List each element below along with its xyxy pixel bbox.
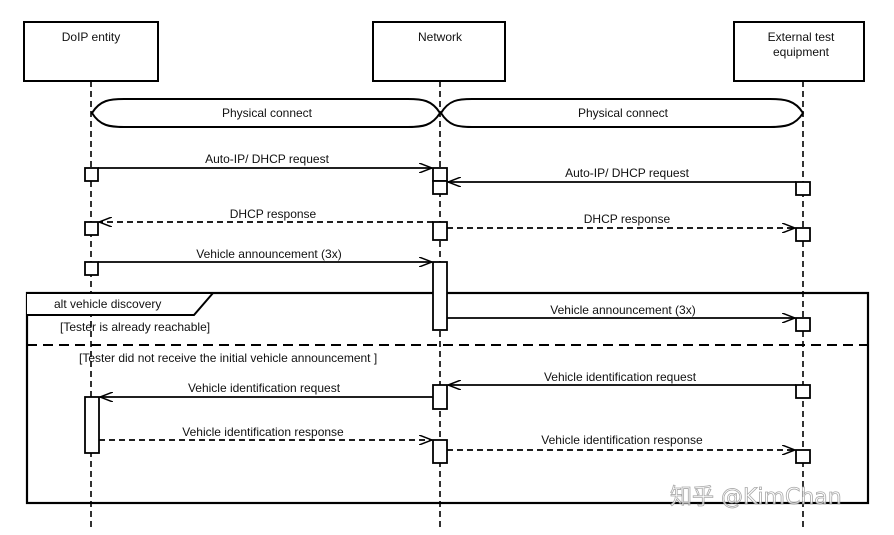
activations — [84, 167, 811, 464]
participant-tester-label-line2: equipment — [773, 45, 830, 59]
message-auto-ip-dhcp-request-doip: Auto-IP/ DHCP request — [98, 152, 432, 168]
message-vehicle-identification-response-tester: Vehicle identification response — [447, 433, 795, 450]
activation-network — [432, 221, 448, 241]
activation-tester — [795, 384, 811, 399]
activation-tester — [795, 449, 811, 464]
physical-connect-label: Physical connect — [222, 106, 313, 120]
message-label: Vehicle identification request — [188, 381, 341, 395]
message-vehicle-identification-request-network: Vehicle identification request — [100, 381, 433, 397]
message-vehicle-identification-response-doip: Vehicle identification response — [99, 425, 432, 440]
activation-network — [432, 261, 448, 331]
participant-doip: DoIP entity — [23, 21, 159, 82]
alt-guard-2: [Tester did not receive the initial vehi… — [79, 351, 377, 365]
activation-network — [432, 180, 448, 195]
participant-tester: External test equipment — [733, 21, 865, 82]
message-label: Auto-IP/ DHCP request — [205, 152, 329, 166]
participant-network-label: Network — [418, 30, 463, 44]
participant-tester-label-line1: External test — [768, 30, 835, 44]
message-dhcp-response-doip: DHCP response — [99, 207, 433, 222]
message-auto-ip-dhcp-request-tester: Auto-IP/ DHCP request — [448, 166, 796, 182]
message-label: Vehicle announcement (3x) — [196, 247, 341, 261]
message-vehicle-announcement-doip: Vehicle announcement (3x) — [98, 247, 432, 262]
physical-connect-network-tester: Physical connect — [439, 98, 805, 128]
activation-tester — [795, 181, 811, 196]
physical-connect-label: Physical connect — [578, 106, 669, 120]
message-label: Vehicle identification request — [544, 370, 697, 384]
activation-tester — [795, 227, 811, 242]
alt-frame-title: alt vehicle discovery — [54, 297, 161, 311]
physical-connect-doip-network: Physical connect — [90, 98, 442, 128]
activation-doip — [84, 261, 99, 276]
message-vehicle-announcement-tester: Vehicle announcement (3x) — [447, 303, 795, 318]
alt-guard-1: [Tester is already reachable] — [60, 320, 210, 334]
activation-doip — [84, 221, 99, 236]
activation-doip — [84, 396, 100, 454]
message-label: Vehicle identification response — [541, 433, 703, 447]
activation-network — [432, 439, 448, 464]
activation-network — [432, 167, 448, 182]
participant-doip-label: DoIP entity — [62, 30, 120, 44]
participant-network: Network — [372, 21, 506, 82]
activation-network — [432, 384, 448, 410]
message-label: Vehicle identification response — [182, 425, 344, 439]
message-label: Auto-IP/ DHCP request — [565, 166, 689, 180]
message-label: DHCP response — [230, 207, 317, 221]
message-dhcp-response-tester: DHCP response — [447, 212, 795, 228]
activation-tester — [795, 317, 811, 332]
watermark: 知乎 @KimChan — [670, 485, 842, 510]
message-label: Vehicle announcement (3x) — [550, 303, 695, 317]
message-label: DHCP response — [584, 212, 671, 226]
alt-frame: alt vehicle discovery [Tester is already… — [25, 291, 870, 505]
activation-doip — [84, 167, 99, 182]
message-vehicle-identification-request-tester: Vehicle identification request — [448, 370, 796, 385]
